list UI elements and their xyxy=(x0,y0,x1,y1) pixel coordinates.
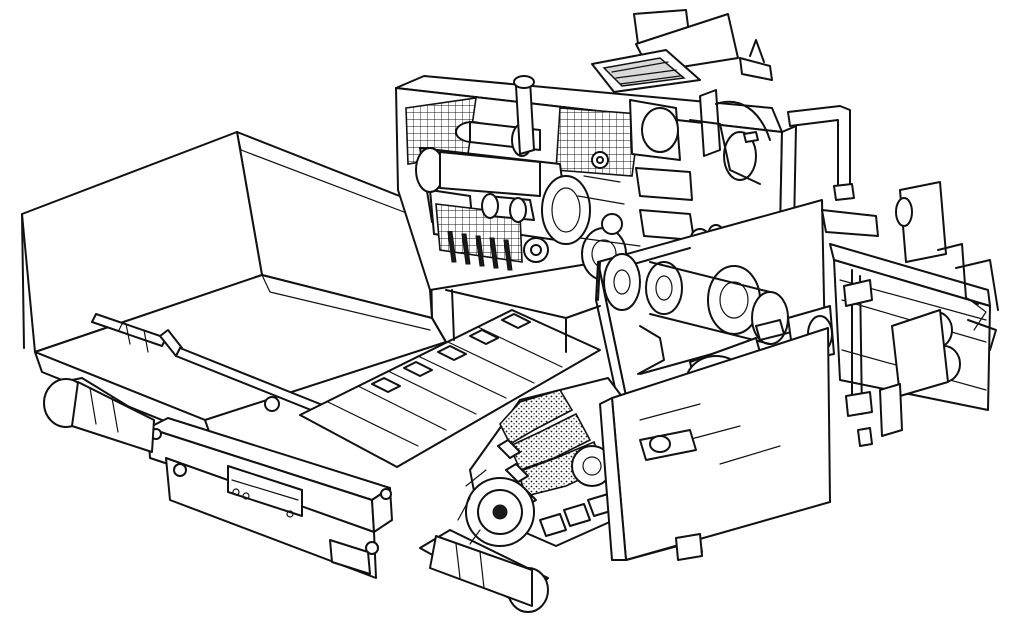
lower-chassis xyxy=(165,457,379,579)
slat-conveyor xyxy=(299,289,601,468)
center-housing-walls xyxy=(429,261,601,343)
engine-block xyxy=(415,75,771,281)
crawler-track xyxy=(457,377,633,547)
push-rollers xyxy=(43,377,549,613)
hopper xyxy=(21,131,447,441)
rear-compartment xyxy=(599,327,831,561)
rear-screed xyxy=(821,181,999,447)
hopper-ram xyxy=(91,313,331,417)
